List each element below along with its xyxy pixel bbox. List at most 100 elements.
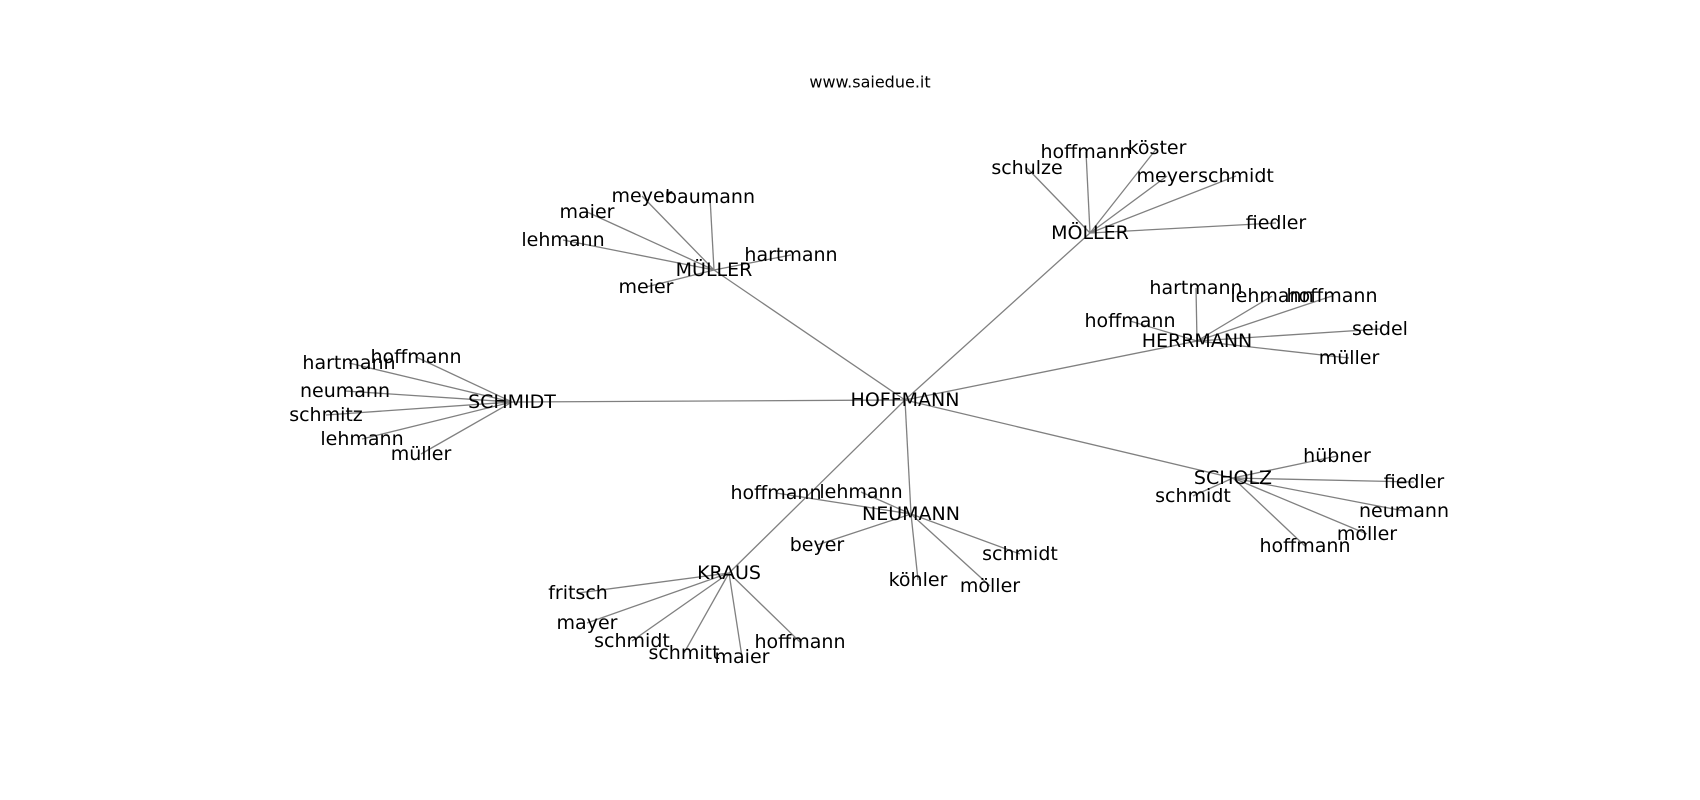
node-hub-2: HERRMANN — [1142, 330, 1253, 352]
edge-möller-leaf-1 — [1085, 151, 1091, 234]
edge-scholz-leaf-2 — [1192, 477, 1234, 497]
node-leaf-2-4: seidel — [1352, 318, 1408, 340]
edge-möller-leaf-3 — [1089, 175, 1168, 234]
graph-edges — [325, 147, 1415, 658]
edge-kraus-leaf-0 — [577, 572, 730, 594]
node-leaf-1-4: schmidt — [1198, 165, 1274, 187]
node-hub-6: KRAUS — [697, 562, 761, 584]
edge-kraus-leaf-3 — [683, 572, 730, 654]
edge-schmidt-leaf-2 — [344, 390, 513, 403]
node-leaf-2-5: müller — [1319, 347, 1380, 369]
node-leaf-6-2: schmidt — [594, 630, 670, 652]
node-leaf-3-0: hartmann — [302, 352, 395, 374]
node-leaf-1-0: schulze — [991, 157, 1062, 179]
edge-scholz-leaf-1 — [1232, 477, 1415, 483]
edge-müller-leaf-2 — [709, 196, 715, 271]
node-leaf-2-0: hartmann — [1149, 277, 1242, 299]
node-leaf-5-2: beyer — [790, 534, 845, 556]
node-leaf-5-1: lehmann — [819, 481, 902, 503]
edge-möller-leaf-0 — [1026, 167, 1091, 234]
node-leaf-5-5: möller — [960, 575, 1020, 597]
node-leaf-2-1: lehmann — [1230, 285, 1313, 307]
node-leaf-1-3: meyer — [1137, 165, 1198, 187]
edge-root-to-herrmann — [904, 340, 1198, 401]
edge-möller-leaf-4 — [1089, 175, 1237, 234]
edge-herrmann-leaf-5 — [1196, 340, 1350, 359]
node-leaf-5-4: köhler — [889, 569, 948, 591]
node-leaf-0-3: lehmann — [521, 229, 604, 251]
edge-neumann-leaf-2 — [816, 513, 912, 546]
edge-neumann-leaf-1 — [860, 491, 912, 515]
node-leaf-3-4: lehmann — [320, 428, 403, 450]
edge-root-to-schmidt — [511, 399, 906, 403]
node-leaf-0-2: baumann — [665, 186, 755, 208]
node-leaf-4-1: fiedler — [1384, 471, 1445, 493]
node-leaf-4-5: hoffmann — [1260, 535, 1351, 557]
node-leaf-2-2: hoffmann — [1287, 285, 1378, 307]
node-leaf-6-3: schmitt — [648, 642, 719, 664]
edge-müller-leaf-1 — [641, 195, 715, 271]
node-leaf-0-5: meier — [619, 276, 674, 298]
edge-kraus-leaf-1 — [586, 572, 730, 624]
edge-schmidt-leaf-5 — [420, 401, 513, 455]
edge-neumann-leaf-4 — [910, 513, 919, 581]
edge-scholz-leaf-5 — [1232, 477, 1306, 547]
edge-schmidt-leaf-4 — [361, 401, 513, 440]
edge-schmidt-leaf-0 — [348, 362, 513, 403]
node-leaf-0-4: hartmann — [744, 244, 837, 266]
edge-kraus-leaf-4 — [728, 572, 743, 658]
node-hub-4: SCHOLZ — [1194, 467, 1272, 489]
node-leaf-6-0: fritsch — [548, 582, 608, 604]
edge-neumann-leaf-0 — [775, 492, 912, 515]
edge-schmidt-leaf-3 — [325, 401, 513, 416]
node-leaf-2-3: hoffmann — [1085, 310, 1176, 332]
node-leaf-4-2: schmidt — [1155, 485, 1231, 507]
node-root: HOFFMANN — [851, 389, 960, 411]
node-hub-3: SCHMIDT — [468, 391, 556, 413]
node-leaf-3-3: schmitz — [289, 404, 363, 426]
edge-möller-leaf-2 — [1089, 147, 1158, 234]
edge-scholz-leaf-3 — [1232, 477, 1405, 512]
node-leaf-0-1: meyer — [612, 185, 673, 207]
node-leaf-1-1: hoffmann — [1041, 141, 1132, 163]
edge-neumann-leaf-5 — [910, 513, 991, 587]
edge-root-to-kraus — [728, 399, 906, 574]
node-leaf-3-5: müller — [391, 443, 452, 465]
edge-müller-leaf-4 — [713, 254, 792, 271]
graph-labels: HOFFMANNMÜLLERmaiermeyerbaumannlehmannha… — [289, 137, 1449, 668]
node-hub-0: MÜLLER — [676, 258, 753, 281]
node-leaf-1-2: köster — [1128, 137, 1187, 159]
node-hub-5: NEUMANN — [862, 503, 960, 525]
node-leaf-0-0: maier — [560, 201, 615, 223]
node-leaf-3-1: hoffmann — [371, 346, 462, 368]
edge-kraus-leaf-5 — [728, 572, 801, 643]
edge-root-to-neumann — [904, 399, 912, 515]
node-hub-1: MÖLLER — [1051, 221, 1129, 244]
node-leaf-3-2: neumann — [300, 380, 390, 402]
edge-müller-leaf-0 — [586, 211, 715, 271]
edge-root-to-müller — [713, 269, 906, 401]
edge-möller-leaf-5 — [1089, 222, 1277, 234]
edge-herrmann-leaf-3 — [1129, 320, 1198, 342]
node-leaf-4-3: neumann — [1359, 500, 1449, 522]
edge-scholz-leaf-4 — [1232, 477, 1368, 535]
node-leaf-6-5: hoffmann — [755, 631, 846, 653]
node-leaf-6-1: mayer — [557, 612, 618, 634]
edge-scholz-leaf-0 — [1232, 455, 1338, 479]
edge-herrmann-leaf-1 — [1196, 295, 1273, 342]
node-leaf-4-4: möller — [1337, 523, 1397, 545]
edge-herrmann-leaf-2 — [1196, 295, 1333, 342]
edge-root-to-scholz — [904, 399, 1234, 479]
node-leaf-6-4: maier — [715, 646, 770, 668]
source-label: www.saiedue.it — [809, 73, 930, 92]
edge-herrmann-leaf-0 — [1195, 287, 1198, 342]
edge-müller-leaf-3 — [562, 239, 715, 271]
node-leaf-5-3: schmidt — [982, 543, 1058, 565]
edge-müller-leaf-5 — [645, 269, 715, 288]
edge-neumann-leaf-3 — [910, 513, 1021, 555]
node-leaf-5-0: hoffmann — [731, 482, 822, 504]
edge-herrmann-leaf-4 — [1196, 328, 1381, 342]
edge-root-to-möller — [904, 232, 1091, 401]
edge-kraus-leaf-2 — [631, 572, 730, 642]
